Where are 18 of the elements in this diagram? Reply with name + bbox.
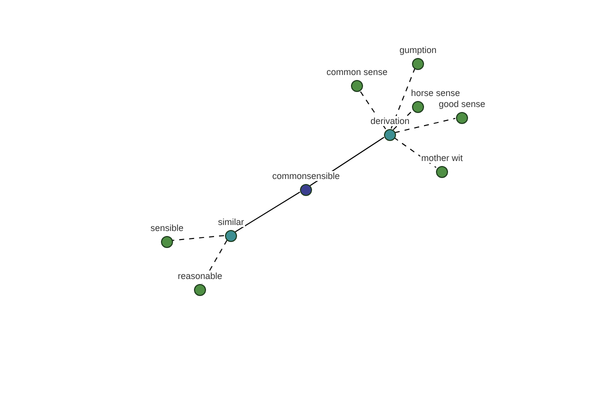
node-label: commonsensible bbox=[271, 171, 341, 181]
connector-line bbox=[202, 240, 228, 284]
node-label: derivation bbox=[369, 116, 411, 126]
connector-line bbox=[393, 137, 437, 168]
node-label: gumption bbox=[398, 45, 438, 55]
connector-line bbox=[394, 118, 456, 134]
node-label: similar bbox=[217, 217, 245, 227]
connector-line bbox=[172, 235, 224, 241]
connector-line bbox=[358, 90, 386, 130]
node-label: horse sense bbox=[410, 88, 462, 98]
node-label: reasonable bbox=[176, 271, 224, 281]
connector-line bbox=[390, 68, 416, 129]
node-label: mother wit bbox=[420, 153, 464, 163]
node-label: sensible bbox=[149, 223, 185, 233]
node-label: good sense bbox=[438, 99, 486, 109]
node-label: common sense bbox=[325, 67, 389, 77]
connector-line bbox=[234, 192, 300, 232]
connector-line bbox=[392, 110, 414, 130]
